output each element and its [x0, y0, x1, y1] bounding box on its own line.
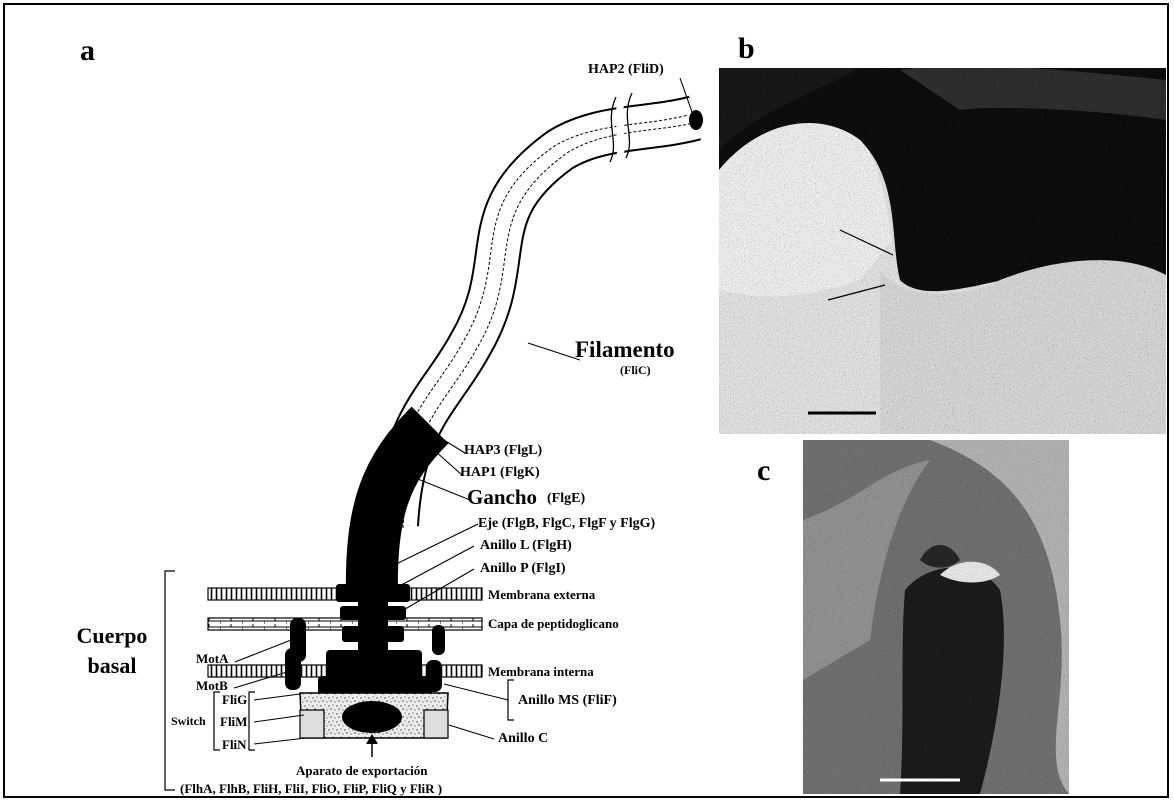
label-anillo-ms: Anillo MS (FliF)	[518, 694, 617, 708]
label-cuerpo: Cuerpo	[66, 625, 158, 647]
panel-a-label: a	[80, 36, 95, 66]
label-anillo-c: Anillo C	[498, 732, 548, 746]
label-motb: MotB	[196, 679, 228, 692]
label-anillo-l: Anillo L (FlgH)	[480, 539, 572, 553]
label-gancho: Gancho	[467, 487, 537, 508]
label-switch: Switch	[171, 715, 206, 727]
label-capa-peptidoglicano: Capa de peptidoglicano	[488, 617, 619, 630]
panel-c-label: c	[757, 456, 770, 486]
label-anillo-p: Anillo P (FlgI)	[480, 562, 566, 576]
label-mota: MotA	[196, 652, 229, 665]
label-flge: (FlgE)	[547, 492, 585, 506]
label-hap1: HAP1 (FlgK)	[460, 466, 540, 480]
label-eje: Eje (FlgB, FlgC, FlgF y FlgG)	[478, 517, 655, 531]
label-flic: (FliC)	[620, 364, 651, 376]
label-flig: FliG	[222, 693, 247, 706]
label-membrana-interna: Membrana interna	[488, 665, 594, 678]
label-flim: FliM	[220, 715, 247, 728]
label-basal: basal	[66, 655, 158, 677]
label-aparato: Aparato de exportación	[296, 764, 427, 777]
micrograph-c	[803, 440, 1069, 794]
label-hap2: HAP2 (FliD)	[588, 63, 664, 77]
label-aparato-proteins: (FlhA, FlhB, FliH, FliI, FliO, FliP, Fli…	[180, 782, 442, 795]
micrograph-b	[719, 66, 1166, 434]
panel-b-label: b	[738, 34, 755, 64]
label-flin: FliN	[222, 738, 247, 751]
label-membrana-externa: Membrana externa	[488, 588, 595, 601]
label-hap3: HAP3 (FlgL)	[464, 444, 542, 458]
label-filamento: Filamento	[575, 338, 675, 361]
